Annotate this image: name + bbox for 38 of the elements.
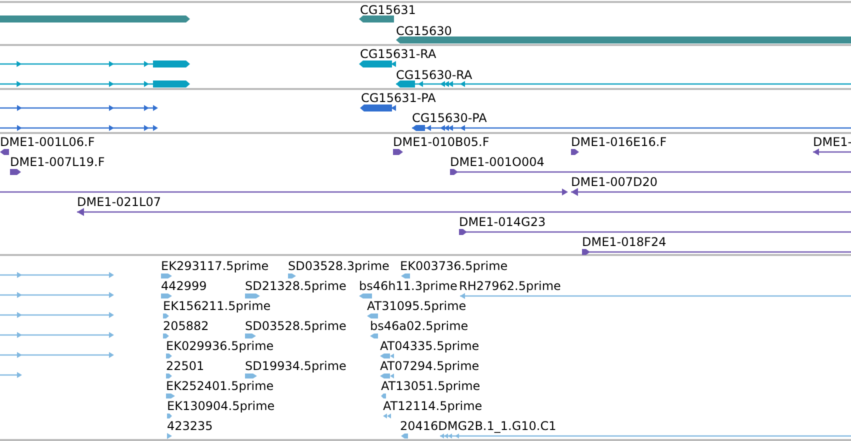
feature-label: EK003736.5prime (400, 259, 508, 273)
feature-label: 442999 (161, 279, 207, 293)
feature-label: DME1-007L19.F (10, 155, 105, 169)
feature-label: CG15631-RA (360, 47, 436, 61)
feature-label: 20416DMG2B.1_1.G10.C1 (400, 419, 556, 433)
feature-label: 22501 (166, 359, 204, 373)
feature-label: DME1-001L06.F (0, 135, 95, 149)
feature-label: AT31095.5prime (367, 299, 466, 313)
feature-label: EK252401.5prime (166, 379, 274, 393)
feature-label: EK130904.5prime (167, 399, 275, 413)
feature-label: DME1-016E16.F (571, 135, 667, 149)
feature-label: EK029936.5prime (166, 339, 274, 353)
feature-label: EK156211.5prime (163, 299, 271, 313)
feature-label: DME1-014G23 (459, 215, 546, 229)
feature-label: DME1-018F24 (582, 235, 666, 249)
feature-label: DME1-021L07 (77, 195, 161, 209)
feature-label: RH27962.5prime (459, 279, 561, 293)
feature-label: CG15630-PA (412, 111, 487, 125)
feature-label: CG15631-PA (361, 91, 436, 105)
feature-label: DME1-010B05.F (393, 135, 490, 149)
feature-label: AT13051.5prime (381, 379, 480, 393)
feature-label: 205882 (163, 319, 209, 333)
feature-label: AT07294.5prime (380, 359, 480, 373)
feature-label: DME1-007D20 (571, 175, 658, 189)
feature-label: EK293117.5prime (161, 259, 269, 273)
feature-label: SD03528.3prime (288, 259, 390, 273)
feature-label: CG15631 (360, 3, 416, 17)
feature-label: CG15630 (396, 24, 452, 38)
feature-label: SD19934.5prime (245, 359, 346, 373)
feature-label: bs46h11.3prime (359, 279, 458, 293)
feature-label: DME1-001O004 (450, 155, 544, 169)
feature-label: 423235 (167, 419, 213, 433)
feature-label: CG15630-RA (396, 68, 472, 82)
feature-label: bs46a02.5prime (370, 319, 468, 333)
feature-label: SD03528.5prime (245, 319, 346, 333)
feature-label: AT12114.5prime (383, 399, 482, 413)
feature-label: SD21328.5prime (245, 279, 346, 293)
feature-label: AT04335.5prime (380, 339, 480, 353)
